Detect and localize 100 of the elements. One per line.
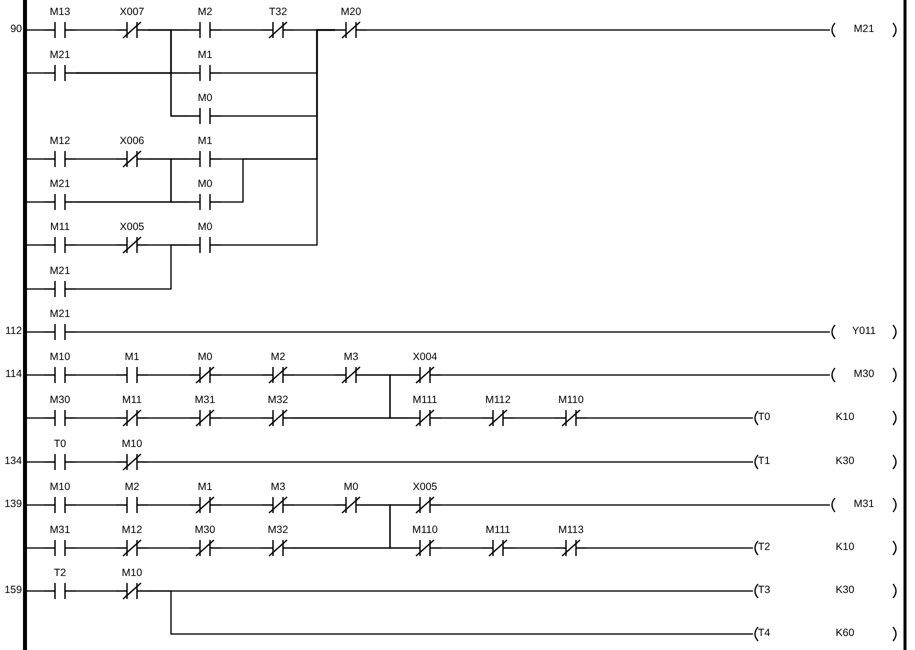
step-number: 134 — [3, 455, 22, 468]
wire — [441, 504, 830, 506]
wire — [221, 29, 262, 31]
wire — [587, 547, 753, 549]
contact-label: M110 — [411, 524, 439, 537]
wire — [221, 374, 262, 376]
wire — [76, 158, 116, 160]
wire — [27, 590, 44, 592]
wire — [27, 504, 44, 506]
contact-label: M20 — [340, 6, 362, 19]
timer-setting: K30 — [834, 584, 856, 597]
wire — [27, 547, 44, 549]
wire — [294, 374, 335, 376]
wire — [76, 461, 116, 463]
timer-setting: K30 — [834, 455, 856, 468]
wire — [221, 547, 262, 549]
contact-label: M2 — [270, 351, 286, 364]
contact-label: M10 — [48, 481, 72, 494]
timer-label: T2 — [758, 541, 770, 554]
wire — [76, 244, 189, 290]
contact-label: M21 — [48, 265, 72, 278]
contact-label: M13 — [48, 6, 72, 19]
contact-label: X006 — [118, 135, 146, 148]
contact-label: M0 — [196, 221, 214, 234]
step-number: 114 — [4, 368, 22, 381]
contact-label: M30 — [194, 524, 216, 537]
wire — [27, 29, 44, 31]
wire — [76, 29, 116, 31]
contact-label: M3 — [270, 481, 286, 494]
timer-label: T4 — [758, 627, 770, 640]
contact-label: M21 — [48, 308, 72, 321]
contact-label: M0 — [196, 92, 214, 105]
contact-label: M30 — [48, 394, 72, 407]
contact-label: M111 — [412, 394, 438, 407]
wire — [514, 417, 555, 419]
wire — [514, 547, 555, 549]
contact-label: M31 — [194, 394, 216, 407]
wire — [148, 547, 189, 549]
wire — [27, 461, 44, 463]
wire — [221, 504, 262, 506]
wire — [27, 201, 44, 203]
contact-label: M110 — [557, 394, 585, 407]
step-number: 90 — [9, 23, 22, 36]
wire — [27, 417, 44, 419]
contact-label: X005 — [118, 221, 146, 234]
contact-label: M1 — [196, 135, 214, 148]
contact-label: M10 — [120, 567, 144, 580]
contact-label: M112 — [484, 394, 512, 407]
contact-label: M31 — [48, 524, 72, 537]
contact-label: X004 — [412, 351, 438, 364]
wire — [27, 288, 44, 290]
coil-label: M21 — [852, 23, 876, 36]
wire — [76, 201, 189, 203]
step-number: 112 — [4, 325, 22, 338]
wire — [221, 417, 262, 419]
wire — [587, 417, 753, 419]
power-rail — [23, 0, 27, 650]
timer-label: T0 — [758, 411, 770, 424]
contact-label: M2 — [196, 6, 214, 19]
wire — [76, 417, 116, 419]
wire — [76, 374, 116, 376]
contact-label: M3 — [342, 351, 360, 364]
contact-label: M32 — [266, 394, 290, 407]
wire — [76, 590, 116, 592]
timer-setting: K10 — [834, 541, 856, 554]
contact-label: M10 — [120, 438, 144, 451]
timer-setting: K10 — [834, 411, 856, 424]
contact-label: X007 — [118, 6, 146, 19]
wire — [367, 29, 830, 31]
contact-label: M12 — [48, 135, 72, 148]
coil-label: Y011 — [851, 325, 877, 338]
coil-label: M30 — [852, 368, 876, 381]
timer-label: T3 — [758, 584, 770, 597]
wire — [148, 417, 189, 419]
step-number: 139 — [3, 498, 22, 511]
wire — [27, 244, 44, 246]
contact-label: M32 — [266, 524, 290, 537]
contact-label: T0 — [52, 438, 68, 451]
contact-label: M111 — [484, 524, 512, 537]
contact-label: M10 — [48, 351, 72, 364]
contact-label: M21 — [48, 178, 72, 191]
contact-label: M11 — [49, 221, 71, 234]
wire — [76, 244, 116, 246]
wire — [76, 331, 830, 333]
wire — [148, 504, 189, 506]
step-number: 159 — [3, 584, 22, 597]
wire — [294, 547, 409, 549]
wire — [27, 331, 44, 333]
wire — [76, 504, 116, 506]
timer-setting: K60 — [834, 627, 856, 640]
contact-label: X005 — [412, 481, 438, 494]
contact-label: M2 — [124, 481, 140, 494]
wire — [221, 29, 335, 246]
coil-label: M31 — [852, 498, 876, 511]
contact-label: T2 — [52, 567, 68, 580]
contact-label: M12 — [120, 524, 144, 537]
contact-label: M21 — [48, 49, 72, 62]
wire — [148, 374, 189, 376]
contact-label: M0 — [196, 351, 214, 364]
wire — [294, 504, 335, 506]
